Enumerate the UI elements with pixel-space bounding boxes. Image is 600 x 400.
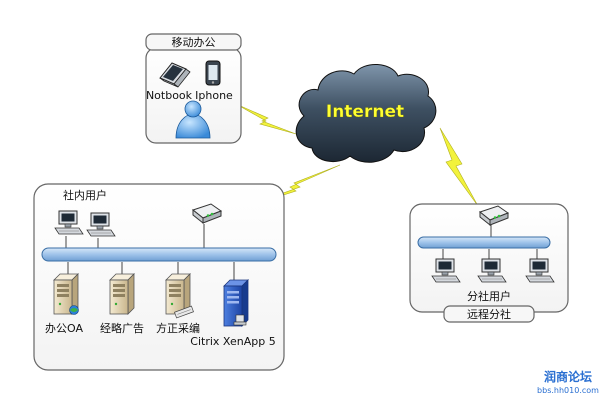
- iphone-label: Iphone: [195, 89, 233, 102]
- branch-office-group: 远程分社 分社用户: [409, 203, 569, 323]
- oa-server-icon: [53, 273, 79, 315]
- mobile-office-group: 移动办公 Notbook Iphone: [145, 33, 242, 144]
- notebook-icon: [159, 62, 191, 88]
- branch-office-title-tab: [443, 305, 535, 323]
- link-mobile-to-internet: [235, 103, 297, 135]
- citrix-server-label: Citrix XenApp 5: [190, 335, 275, 348]
- headquarters-group: 社内用户: [33, 183, 285, 371]
- branch-users-label: 分社用户: [467, 289, 511, 303]
- oa-server-label: 办公OA: [45, 322, 83, 335]
- editing-server-icon: [165, 273, 194, 319]
- editing-server-label: 方正采编: [156, 321, 200, 335]
- advertising-server-label: 经略广告: [100, 321, 144, 335]
- mobile-office-title: 移动办公: [172, 36, 216, 49]
- internal-users-label: 社内用户: [63, 188, 107, 202]
- user-icon: [175, 100, 211, 139]
- headquarters-lan-bus: [41, 247, 277, 262]
- iphone-icon: [205, 60, 221, 86]
- watermark-title: 润商论坛: [544, 369, 592, 384]
- mobile-office-title-tab: [145, 33, 242, 51]
- branch-office-title: 远程分社: [467, 307, 511, 321]
- headquarters-cables: [65, 224, 235, 282]
- citrix-server-icon: [223, 279, 249, 327]
- notebook-label: Notbook: [146, 89, 193, 102]
- branch-cables: [442, 225, 538, 260]
- internet-cloud: Internet: [295, 64, 437, 163]
- internet-label: Internet: [326, 102, 404, 122]
- advertising-server-icon: [109, 273, 135, 315]
- branch-lan-bus: [417, 236, 551, 249]
- forum-watermark: 润商论坛 bbs.hh010.com: [537, 369, 599, 395]
- watermark-url: bbs.hh010.com: [537, 386, 599, 395]
- link-internet-to-branch: [439, 127, 479, 207]
